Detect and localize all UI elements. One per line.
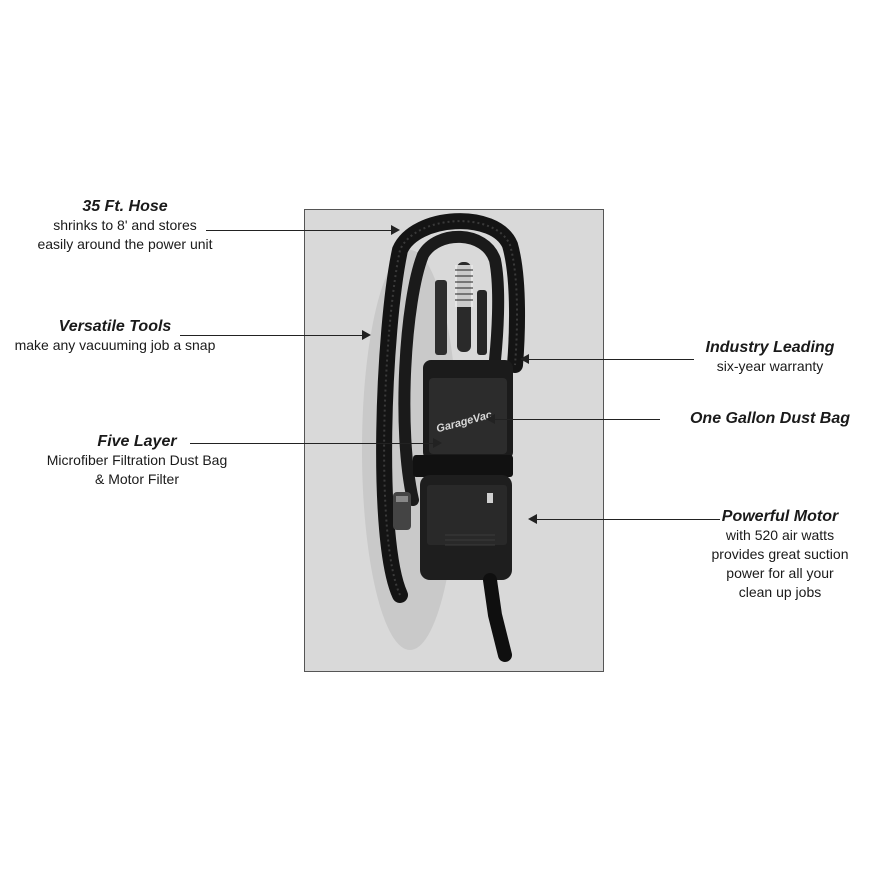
callout-motor-title: Powerful Motor: [721, 508, 839, 525]
callout-warranty: Industry Leading six-year warranty: [680, 338, 860, 376]
callout-hose: 35 Ft. Hose shrinks to 8' and stores eas…: [20, 197, 230, 254]
callout-dustbag-title: One Gallon Dust Bag: [689, 410, 850, 427]
arrow-tools: [362, 330, 371, 340]
leader-line-warranty: [529, 359, 694, 360]
callout-filter-title: Five Layer: [97, 433, 177, 450]
arrow-motor: [528, 514, 537, 524]
callout-tools-line1: make any vacuuming job a snap: [14, 337, 216, 353]
callout-filter-line1: Microfiber Filtration Dust Bag: [46, 452, 228, 468]
arrow-dustbag: [486, 414, 495, 424]
vacuum-unit-illustration: GarageVac: [362, 213, 526, 662]
callout-dustbag: One Gallon Dust Bag: [670, 409, 870, 428]
callout-tools-title: Versatile Tools: [58, 318, 172, 335]
wand: [483, 573, 512, 662]
arrow-hose: [391, 225, 400, 235]
leader-line-dustbag: [495, 419, 660, 420]
callout-warranty-line1: six-year warranty: [716, 358, 824, 374]
leader-line-hose: [206, 230, 391, 231]
callout-hose-line2: easily around the power unit: [37, 236, 213, 252]
product-photo: GarageVac: [304, 209, 604, 672]
callout-warranty-title: Industry Leading: [705, 339, 835, 356]
leader-line-filter: [190, 443, 433, 444]
callout-filter: Five Layer Microfiber Filtration Dust Ba…: [32, 432, 242, 489]
callout-motor-line4: clean up jobs: [738, 584, 822, 600]
leader-line-tools: [180, 335, 362, 336]
leader-line-motor: [537, 519, 720, 520]
arrow-filter: [433, 438, 442, 448]
callout-hose-line1: shrinks to 8' and stores: [53, 217, 197, 233]
callout-motor-line1: with 520 air watts: [725, 527, 835, 543]
callout-motor: Powerful Motor with 520 air watts provid…: [680, 507, 880, 602]
arrow-warranty: [520, 354, 529, 364]
callout-motor-line2: provides great suction: [711, 546, 849, 562]
callout-motor-line3: power for all your: [726, 565, 834, 581]
callout-filter-line2: & Motor Filter: [94, 471, 179, 487]
callout-hose-title: 35 Ft. Hose: [82, 198, 168, 215]
callout-tools: Versatile Tools make any vacuuming job a…: [10, 317, 220, 355]
